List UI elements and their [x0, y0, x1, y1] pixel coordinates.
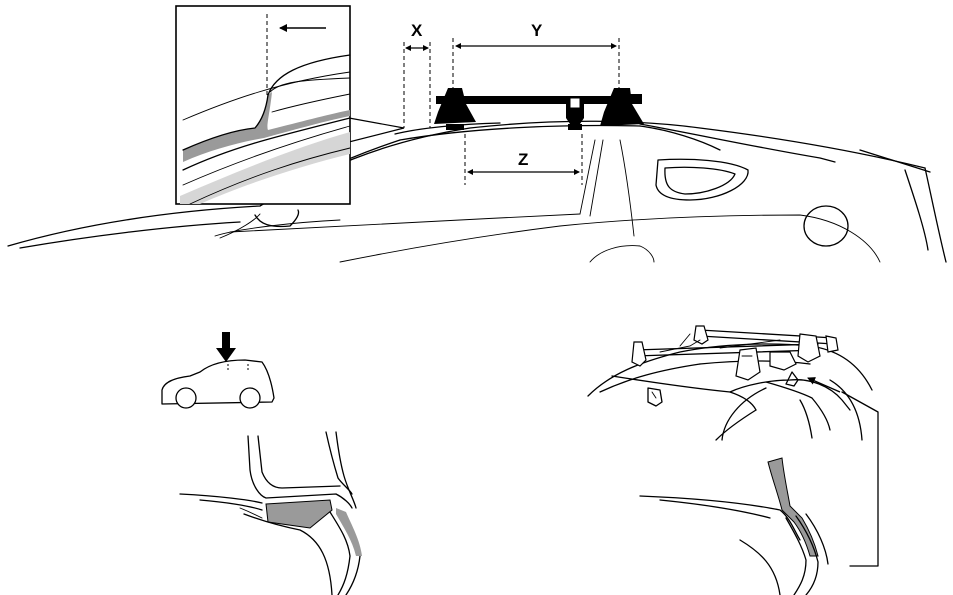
pointer-arrow: [807, 377, 841, 393]
rack-foot-middle: [566, 96, 584, 130]
foot-closeup-left: [179, 431, 362, 595]
dimension-z: Z: [464, 134, 583, 185]
dimension-y: Y: [452, 21, 620, 90]
crossbar: [436, 96, 642, 104]
foot-closeup-right: [639, 457, 829, 595]
car-side-profile: [7, 120, 947, 263]
rack-foot-left: [434, 88, 476, 130]
dimension-y-label: Y: [531, 21, 543, 40]
rack-bar-rear: [693, 325, 839, 363]
rack-perspective-view: [587, 325, 879, 567]
dimension-z-label: Z: [518, 150, 528, 169]
small-car-icon: [161, 332, 275, 409]
rack-bar-front: [631, 341, 819, 381]
roof-rack-top: [434, 88, 644, 130]
dimension-x: X: [403, 21, 431, 128]
inset-detail: [175, 5, 405, 205]
dimension-x-label: X: [411, 21, 423, 40]
rack-foot-right: [600, 88, 644, 126]
down-arrow-icon: [216, 332, 236, 362]
